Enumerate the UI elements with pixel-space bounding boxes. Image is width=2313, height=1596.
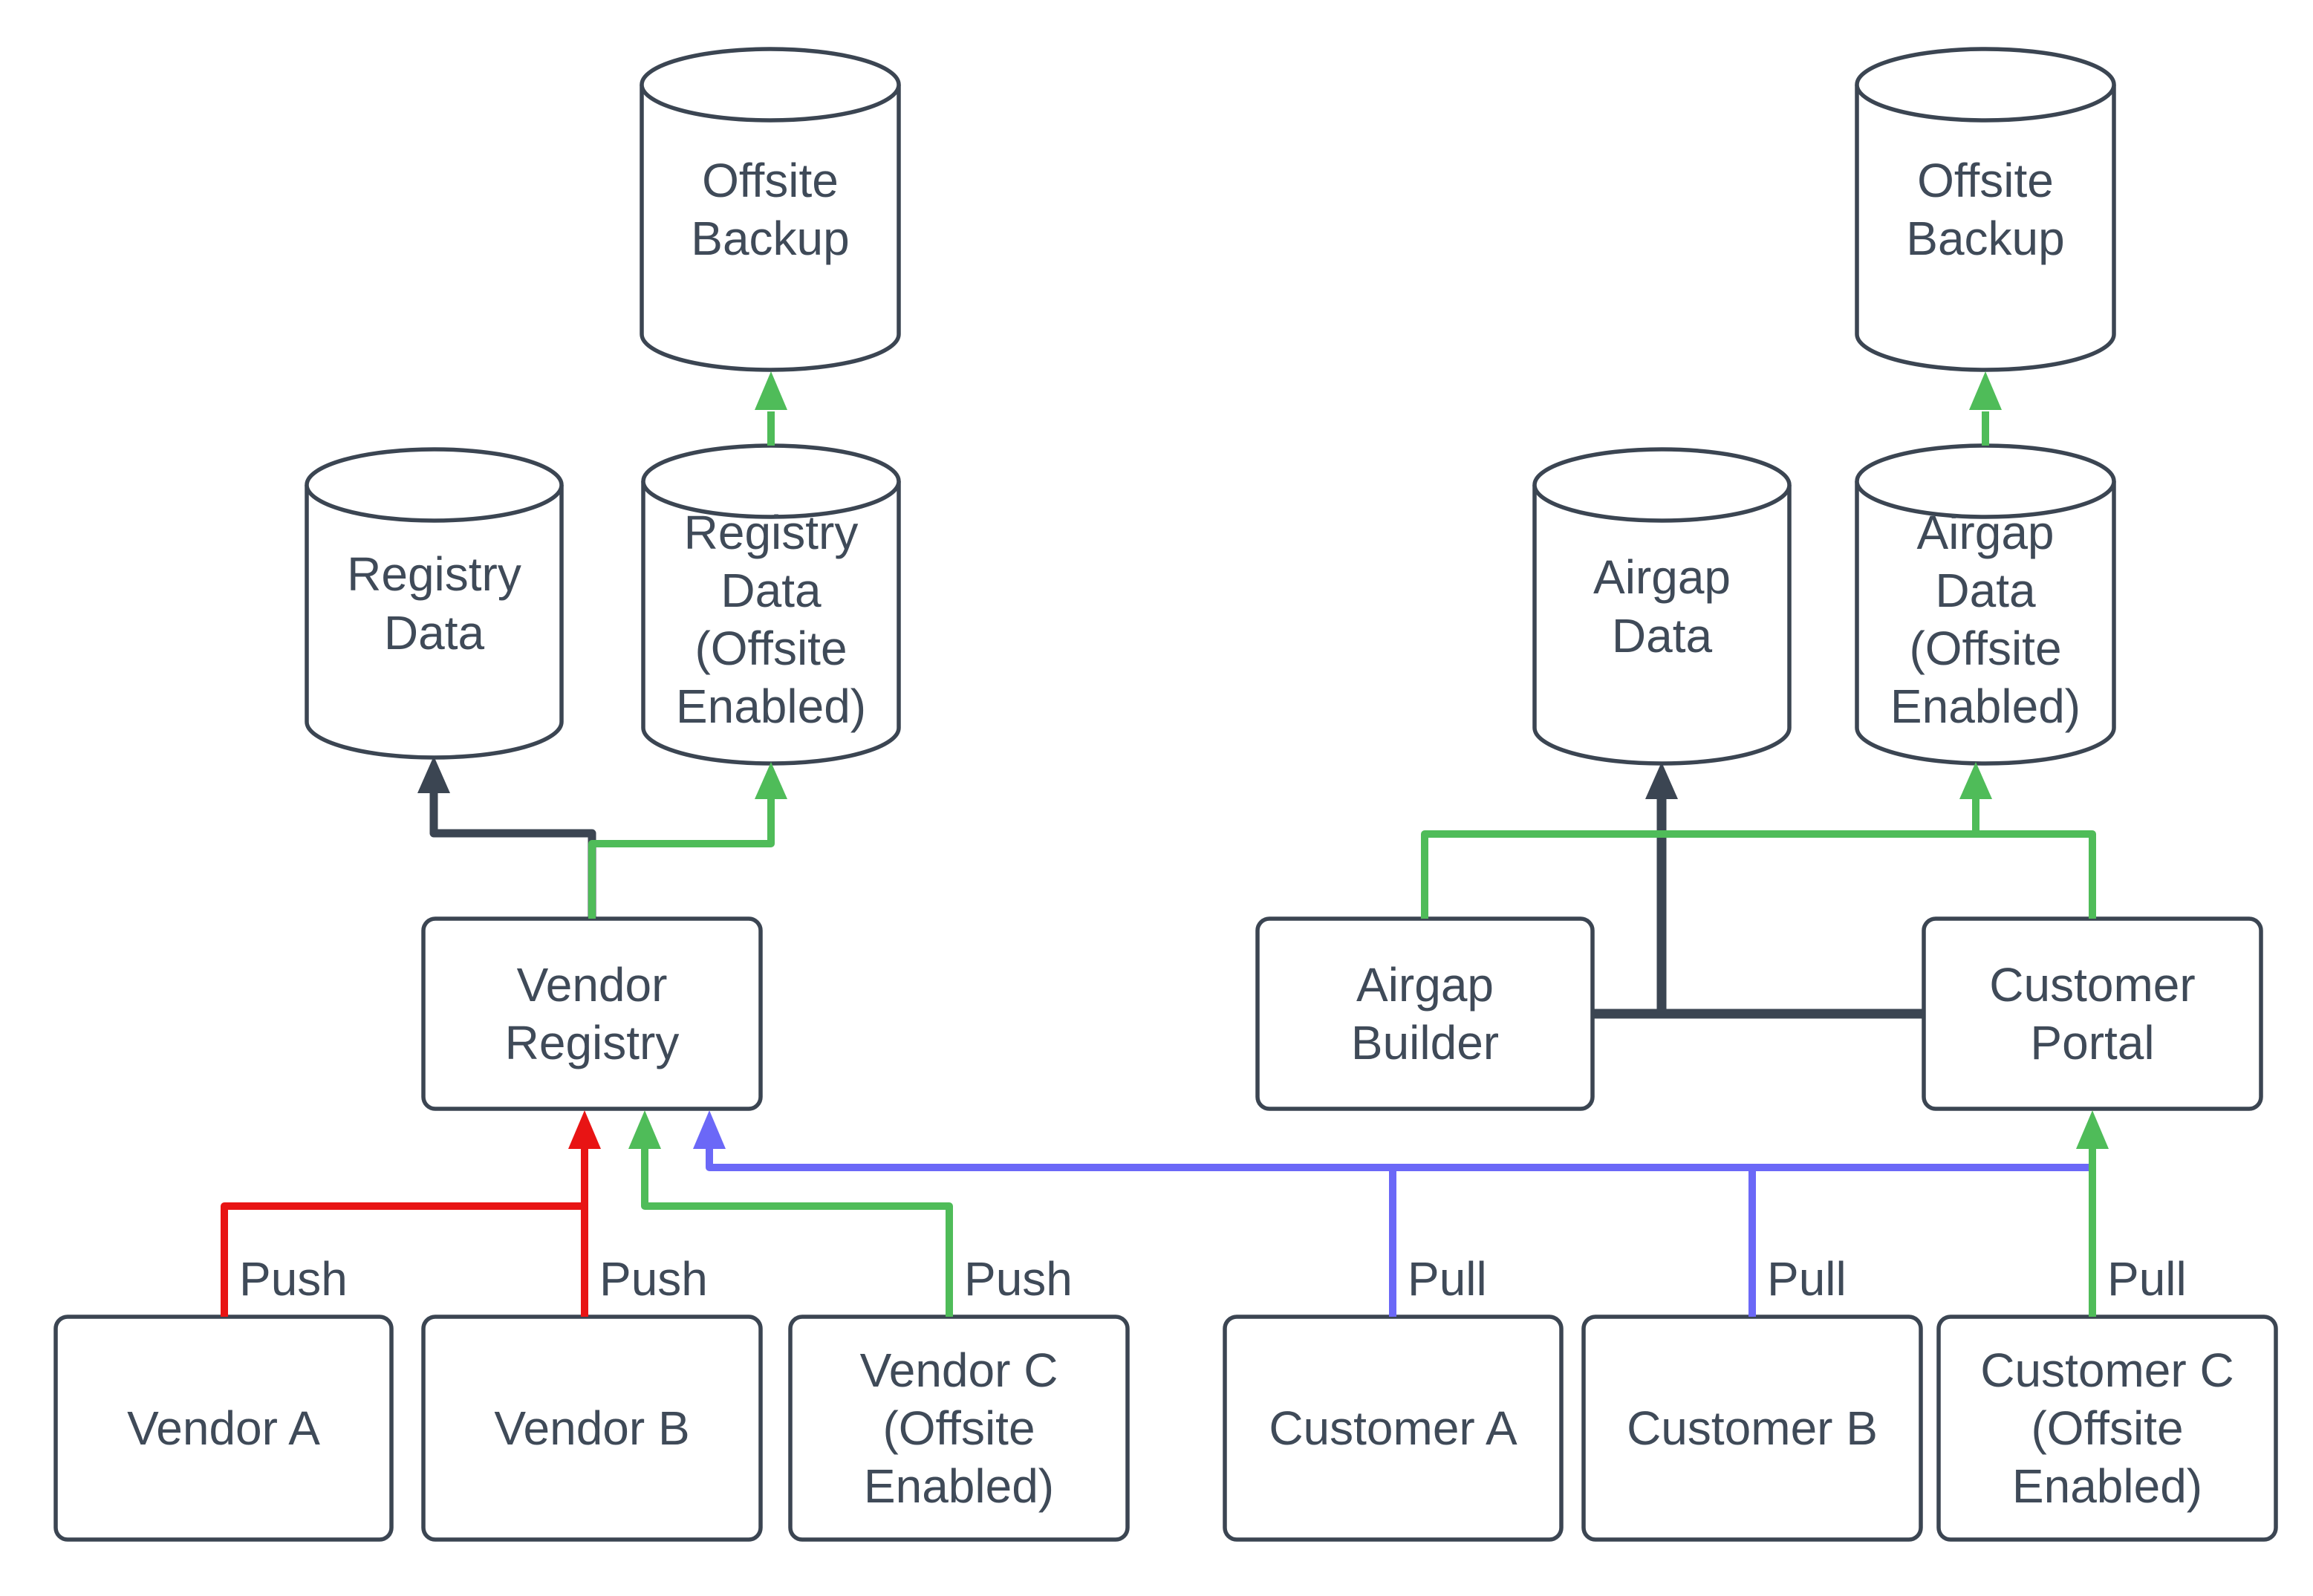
- label-vendor-registry: Vendor Registry: [504, 957, 680, 1069]
- arrowhead-airgap-data: [1645, 762, 1678, 799]
- label-airgap-data: Airgap Data: [1593, 550, 1731, 662]
- label-vendor-b: Vendor B: [494, 1401, 690, 1455]
- label-offsite-backup-right: Offsite Backup: [1906, 153, 2065, 265]
- label-vendor-c: Vendor C (Offsite Enabled): [859, 1343, 1058, 1514]
- arrowhead-offsite-backup-left: [755, 371, 787, 410]
- box-vendor-b: [421, 1315, 763, 1542]
- edge-label-pull-customer-a: Pull: [1408, 1252, 1487, 1306]
- edge-vendor-c-push: [641, 1149, 953, 1317]
- label-customer-c: Customer C (Offsite Enabled): [1980, 1343, 2234, 1514]
- edge-label-push-vendor-c: Push: [964, 1252, 1073, 1306]
- edge-vendor-a-b-push: [221, 1149, 588, 1317]
- cylinder-airgap-data-offsite: [1855, 443, 2116, 766]
- label-vendor-a: Vendor A: [127, 1401, 320, 1455]
- label-registry-data-offsite: Registry Data (Offsite Enabled): [675, 505, 867, 734]
- arrowhead-push-vendor-registry: [568, 1110, 601, 1149]
- edge-label-push-vendor-b: Push: [599, 1252, 708, 1306]
- arrowhead-registry-data: [417, 756, 450, 793]
- edge-vendor-registry-to-registry-data: [429, 793, 596, 919]
- edge-label-push-vendor-a: Push: [239, 1252, 348, 1306]
- edge-customer-portal-to-airgap-builder-and-airgap-data-offsite: [1421, 799, 2096, 919]
- arrowhead-airgap-data-offsite: [1959, 762, 1992, 799]
- label-registry-data: Registry Data: [347, 547, 521, 659]
- arrowhead-customer-c-pull: [2076, 1110, 2109, 1149]
- cylinder-airgap-data: [1532, 447, 1792, 766]
- edge-customer-a-b-pull: [706, 1149, 2092, 1317]
- arrowhead-offsite-backup-right: [1969, 371, 2002, 410]
- arrowhead-registry-data-offsite: [755, 762, 787, 799]
- edge-label-pull-customer-b: Pull: [1767, 1252, 1847, 1306]
- edge-vendor-registry-to-registry-data-offsite: [588, 799, 775, 919]
- label-offsite-backup-left: Offsite Backup: [691, 153, 850, 265]
- cylinder-registry-data: [305, 447, 564, 760]
- cylinder-offsite-backup-left: [640, 47, 901, 372]
- label-airgap-data-offsite: Airgap Data (Offsite Enabled): [1890, 505, 2081, 734]
- edge-label-pull-customer-c: Pull: [2107, 1252, 2187, 1306]
- label-customer-portal: Customer Portal: [1989, 957, 2196, 1069]
- label-customer-b: Customer B: [1627, 1401, 1878, 1455]
- arrowhead-pull-vendor-registry: [693, 1110, 726, 1149]
- label-airgap-builder: Airgap Builder: [1350, 957, 1500, 1069]
- arrowhead-vendor-c-push: [628, 1110, 661, 1149]
- box-vendor-c: [788, 1315, 1130, 1542]
- label-customer-a: Customer A: [1269, 1401, 1517, 1455]
- box-customer-c: [1936, 1315, 2278, 1542]
- cylinder-offsite-backup-right: [1855, 47, 2116, 372]
